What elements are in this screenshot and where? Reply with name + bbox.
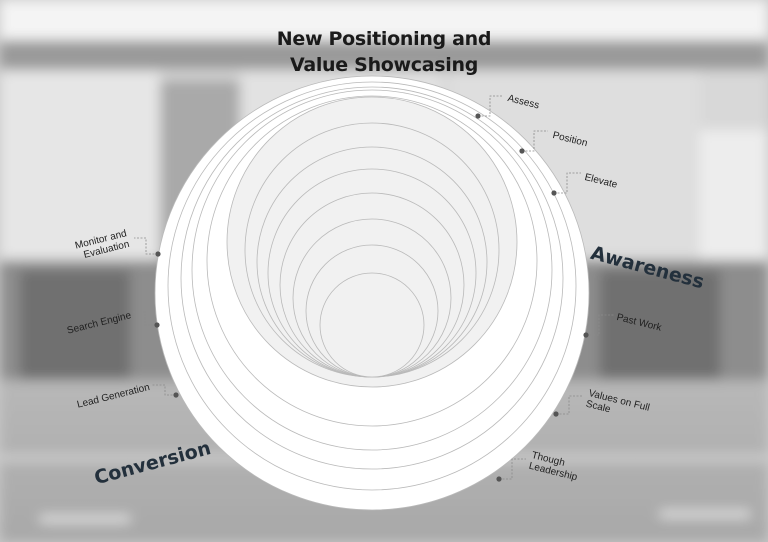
- dot-lead: [173, 392, 179, 398]
- dot-assess: [475, 113, 481, 119]
- leader-lead: [152, 384, 176, 396]
- leader-position: [522, 130, 548, 152]
- leader-monitor: [134, 237, 158, 255]
- leader-values: [556, 395, 583, 415]
- dot-search: [154, 322, 160, 328]
- dot-monitor: [155, 251, 161, 257]
- dot-though: [496, 476, 502, 482]
- marker-dots: [154, 113, 589, 482]
- leader-elevate: [554, 172, 581, 194]
- circle-ring-13: [319, 272, 425, 378]
- nested-circles: [154, 75, 590, 511]
- dot-past-work: [583, 332, 589, 338]
- leader-search: [133, 311, 157, 326]
- dot-position: [519, 148, 525, 154]
- leader-though: [499, 458, 526, 480]
- leader-assess: [478, 95, 503, 117]
- dot-elevate: [551, 190, 557, 196]
- leader-lines: [133, 95, 614, 480]
- leader-past-work: [586, 314, 614, 336]
- title-line-1: New Positioning and: [276, 28, 492, 50]
- dot-values: [553, 411, 559, 417]
- title-line-2: Value Showcasing: [289, 54, 479, 76]
